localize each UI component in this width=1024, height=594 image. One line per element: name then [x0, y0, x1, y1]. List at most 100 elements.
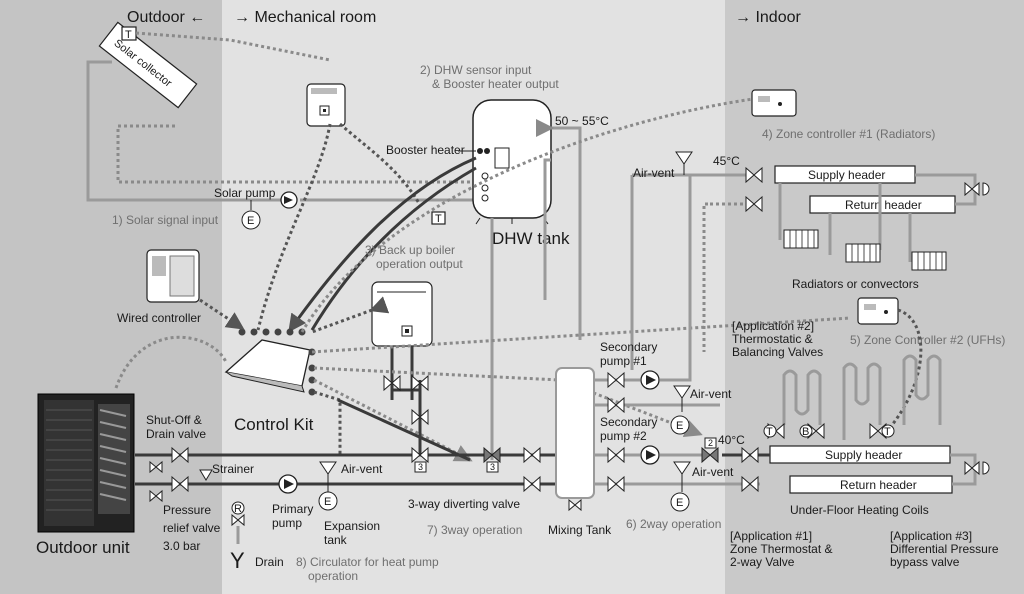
dhw-sensor-label-1: 2) DHW sensor input [420, 63, 532, 77]
air-vent-label-4: Air-vent [692, 465, 734, 479]
three-way-diverting-valve: 3 [483, 446, 501, 473]
primary-pump-label-1: Primary [272, 502, 313, 516]
ufh-valve-b: B [802, 426, 809, 438]
dhw-tank-label: DHW tank [492, 229, 570, 248]
shutoff-valves [149, 446, 189, 503]
ufh-coils [782, 354, 942, 440]
dhw-sensor-label-2: & Booster heater output [432, 77, 559, 91]
app1-label-3: 2-way Valve [730, 555, 795, 569]
dhw-tank [472, 99, 552, 225]
solar-sensor: T [121, 26, 137, 41]
solar-pump [280, 191, 298, 209]
secondary-pump-2 [607, 445, 660, 493]
wired-controller [146, 249, 200, 303]
drain-y: Y [230, 548, 245, 573]
op2way-label: 6) 2way operation [626, 517, 721, 531]
temp-40: 40°C [718, 433, 745, 447]
backup-boiler-label-2: operation output [376, 257, 463, 271]
radiators [783, 229, 947, 271]
expansion-tank: E [318, 484, 338, 511]
secondary-pump-2-label-2: pump #2 [600, 429, 647, 443]
strainer-label: Strainer [212, 462, 254, 476]
temp-50-55: 50 ~ 55°C [555, 114, 609, 128]
sec1-vessel-letter: E [676, 420, 683, 432]
ufh-valves: T B T [763, 422, 895, 440]
expansion-label-1: Expansion [324, 519, 380, 533]
solar-pump-label: Solar pump [214, 186, 276, 200]
app3-label-2: Differential Pressure [890, 542, 999, 556]
secondary-pump-1-label-1: Secondary [600, 340, 657, 354]
diverting-label: 3-way diverting valve [408, 497, 520, 511]
primary-pump-label-2: pump [272, 516, 302, 530]
drain-letter: R [234, 503, 242, 515]
air-vent-label-2: Air-vent [341, 462, 383, 476]
air-vent-radiator [675, 151, 693, 175]
return-header-radiators: Return header [809, 195, 956, 214]
expansion-letter: E [324, 496, 331, 508]
control-kit-label: Control Kit [234, 415, 314, 434]
solar-controller [306, 83, 346, 127]
three-way-num-1: 3 [418, 462, 423, 472]
app1-label-2: Zone Thermostat & [730, 542, 833, 556]
drain-valve: R [231, 501, 245, 544]
mechanical-zone-title: → Mechanical room [234, 9, 376, 26]
pressure-label-3: 3.0 bar [163, 539, 200, 553]
three-way-valve-backup: 3 [383, 374, 429, 473]
supply-header-radiators: Supply header [774, 165, 916, 184]
app2-label-1: [Application #2] [732, 319, 814, 333]
two-way-num: 2 [708, 438, 713, 448]
mixing-tank-label: Mixing Tank [548, 523, 612, 537]
expansion-label-2: tank [324, 533, 348, 547]
temp-45: 45°C [713, 154, 740, 168]
supply-header-label-1: Supply header [808, 168, 885, 182]
circulator-label-1: 8) Circulator for heat pump [296, 555, 439, 569]
zone-valve-1 [745, 166, 763, 213]
secondary-pump-2-label-1: Secondary [600, 415, 657, 429]
air-vent-main [319, 461, 337, 484]
control-kit-terminals [238, 328, 316, 396]
mechanical-zone [222, 0, 725, 594]
app1-label-1: [Application #1] [730, 529, 812, 543]
drain-label: Drain [255, 555, 284, 569]
pressure-label-2: relief valve [163, 521, 221, 535]
ufh-label: Under-Floor Heating Coils [790, 503, 929, 517]
return-header-label-1: Return header [845, 198, 922, 212]
op3way-label: 7) 3way operation [427, 523, 522, 537]
primary-pump [278, 474, 298, 494]
air-vent-sec2: E [670, 461, 691, 512]
zone-controller-1-label: 4) Zone controller #1 (Radiators) [762, 127, 935, 141]
bypass-valve-ufh [964, 460, 990, 476]
ufh-valve-t2: T [884, 426, 891, 438]
zone-controller-2-label: 5) Zone Controller #2 (UFHs) [850, 333, 1005, 347]
supply-header-ufh: Supply header [769, 445, 951, 464]
app3-label-3: bypass valve [890, 555, 960, 569]
solar-expansion-vessel: E [241, 200, 261, 230]
solar-sensor-letter: T [125, 29, 132, 41]
secondary-pump-1 [607, 370, 660, 414]
zone-controller-1 [751, 89, 797, 117]
supply-header-label-2: Supply header [825, 448, 902, 462]
solar-vessel-letter: E [247, 215, 254, 227]
strainer [199, 469, 213, 481]
indoor-zone-title: → Indoor [735, 9, 801, 26]
pressure-label-1: Pressure [163, 503, 211, 517]
air-vent-label-1: Air-vent [633, 166, 675, 180]
solar-signal-label: 1) Solar signal input [112, 213, 219, 227]
zone-controller-2 [857, 297, 899, 325]
dhw-sensor-letter: T [435, 213, 442, 225]
app3-label-1: [Application #3] [890, 529, 972, 543]
dhw-sensor: T [431, 211, 446, 225]
return-header-ufh: Return header [789, 475, 953, 494]
app2-label-2: Thermostatic & [732, 332, 813, 346]
outdoor-unit-label: Outdoor unit [36, 538, 130, 557]
app2-label-3: Balancing Valves [732, 345, 823, 359]
air-vent-sec1: E [670, 385, 691, 435]
three-way-num-2: 3 [490, 462, 495, 472]
circulator-label-2: operation [308, 569, 358, 583]
mixing-valves [523, 446, 541, 493]
air-vent-label-3: Air-vent [690, 387, 732, 401]
ufh-valve-t1: T [766, 426, 773, 438]
outdoor-zone-title: Outdoor ← [127, 9, 205, 26]
wired-controller-label: Wired controller [117, 311, 201, 325]
